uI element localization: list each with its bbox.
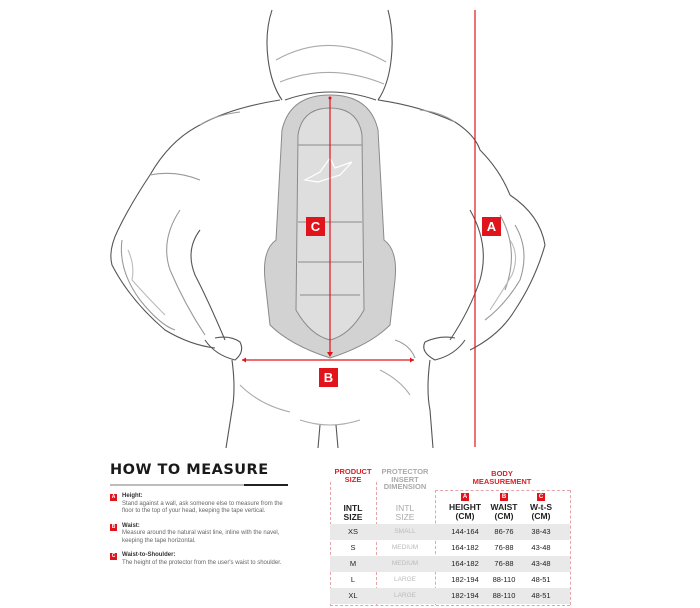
badge-b: B bbox=[500, 493, 508, 501]
table-border bbox=[330, 482, 331, 605]
table-border bbox=[435, 490, 570, 491]
col-height: HEIGHT (CM) bbox=[440, 503, 490, 521]
measure-c-badge: C bbox=[306, 217, 325, 236]
measure-text: The height of the protector from the use… bbox=[122, 559, 282, 566]
header-line: PROTECTOR bbox=[381, 467, 429, 476]
how-to-measure-section: HOW TO MEASURE A Height:Stand against a … bbox=[110, 462, 295, 567]
cell-wts: 48-51 bbox=[531, 591, 551, 600]
cell-waist: 88-110 bbox=[492, 575, 516, 584]
cell-insert: MEDIUM bbox=[391, 544, 419, 551]
measure-label: Waist-to-Shoulder: bbox=[122, 552, 176, 558]
cell-waist: 76-88 bbox=[494, 559, 514, 568]
cell-height: 144-164 bbox=[451, 527, 479, 536]
col-intl-size: INTL SIZE bbox=[330, 504, 376, 522]
badge-a: A bbox=[461, 493, 469, 501]
col-line: (CM) bbox=[455, 511, 475, 521]
cell-height: 164-182 bbox=[451, 559, 479, 568]
cell-size: XL bbox=[348, 591, 358, 600]
header-line: PRODUCT bbox=[334, 467, 372, 476]
col-line: INTL bbox=[395, 503, 415, 513]
title-underline bbox=[110, 483, 288, 486]
col-line: (CM) bbox=[494, 511, 514, 521]
cell-height: 164-182 bbox=[451, 543, 479, 552]
cell-insert: LARGE bbox=[393, 576, 417, 583]
col-line: SIZE bbox=[395, 512, 415, 522]
cell-size: L bbox=[350, 575, 356, 584]
cell-size: M bbox=[349, 559, 357, 568]
header-line: MEASUREMENT bbox=[472, 476, 532, 486]
cell-height: 182-194 bbox=[451, 575, 479, 584]
col-line: W-t-S bbox=[529, 502, 552, 512]
row-stripe bbox=[330, 524, 570, 540]
cell-insert: LARGE bbox=[393, 592, 417, 599]
back-protector-illustration: C B A bbox=[110, 9, 546, 449]
measure-text: Stand against a wall, ask someone else t… bbox=[122, 500, 283, 515]
col-wts: W-t-S (CM) bbox=[522, 503, 560, 521]
col-line: WAIST bbox=[490, 502, 518, 512]
measure-item-height: A Height:Stand against a wall, ask someo… bbox=[110, 493, 295, 516]
measure-text: Measure around the natural waist line, i… bbox=[122, 530, 280, 544]
badge-a: A bbox=[110, 494, 117, 501]
header-line: DIMENSION bbox=[383, 482, 427, 491]
measure-item-waist-to-shoulder: C Waist-to-Shoulder:The height of the pr… bbox=[110, 552, 295, 567]
cell-waist: 86-76 bbox=[494, 527, 514, 536]
header-line: SIZE bbox=[344, 474, 362, 484]
cell-wts: 43-48 bbox=[531, 543, 551, 552]
cell-waist: 76-88 bbox=[494, 543, 514, 552]
cell-size: S bbox=[350, 543, 356, 552]
how-to-measure-title: HOW TO MEASURE bbox=[110, 462, 269, 478]
col-protector-intl-size: INTL SIZE bbox=[376, 504, 434, 522]
measure-item-waist: B Waist:Measure around the natural waist… bbox=[110, 523, 295, 546]
cell-wts: 48-51 bbox=[531, 575, 551, 584]
col-line: SIZE bbox=[343, 512, 363, 522]
brand-logo-icon bbox=[303, 156, 353, 183]
header-body-measurement: BODY MEASUREMENT bbox=[434, 470, 570, 485]
badge-c: C bbox=[110, 553, 117, 560]
header-line: INSERT bbox=[391, 474, 419, 484]
measure-label: Height: bbox=[122, 493, 143, 499]
row-stripe bbox=[330, 588, 570, 604]
table-border bbox=[376, 482, 377, 605]
cell-wts: 43-48 bbox=[531, 559, 551, 568]
cell-wts: 38-43 bbox=[531, 527, 551, 536]
cell-waist: 88-110 bbox=[492, 591, 516, 600]
cell-size: XS bbox=[347, 527, 358, 536]
size-chart-table: PRODUCT SIZE PROTECTOR INSERT DIMENSION … bbox=[330, 466, 571, 608]
col-line: HEIGHT bbox=[448, 502, 482, 512]
cell-insert: MEDIUM bbox=[391, 560, 419, 567]
col-line: INTL bbox=[343, 503, 363, 513]
header-protector-insert-dimension: PROTECTOR INSERT DIMENSION bbox=[376, 468, 434, 491]
header-line: BODY bbox=[491, 469, 513, 478]
measure-label: Waist: bbox=[122, 522, 140, 529]
table-border bbox=[330, 605, 570, 606]
col-line: (CM) bbox=[531, 511, 551, 521]
measure-a-badge: A bbox=[482, 217, 501, 236]
header-product-size: PRODUCT SIZE bbox=[330, 468, 376, 483]
rider-back-drawing bbox=[110, 9, 546, 449]
cell-insert: SMALL bbox=[394, 528, 416, 535]
measure-b-badge: B bbox=[319, 368, 338, 387]
row-stripe bbox=[330, 556, 570, 572]
badge-b: B bbox=[110, 523, 117, 531]
col-waist: WAIST (CM) bbox=[482, 503, 526, 521]
table-border bbox=[570, 490, 571, 605]
table-border bbox=[435, 490, 436, 605]
badge-c: C bbox=[537, 493, 545, 501]
cell-height: 182-194 bbox=[451, 591, 479, 600]
